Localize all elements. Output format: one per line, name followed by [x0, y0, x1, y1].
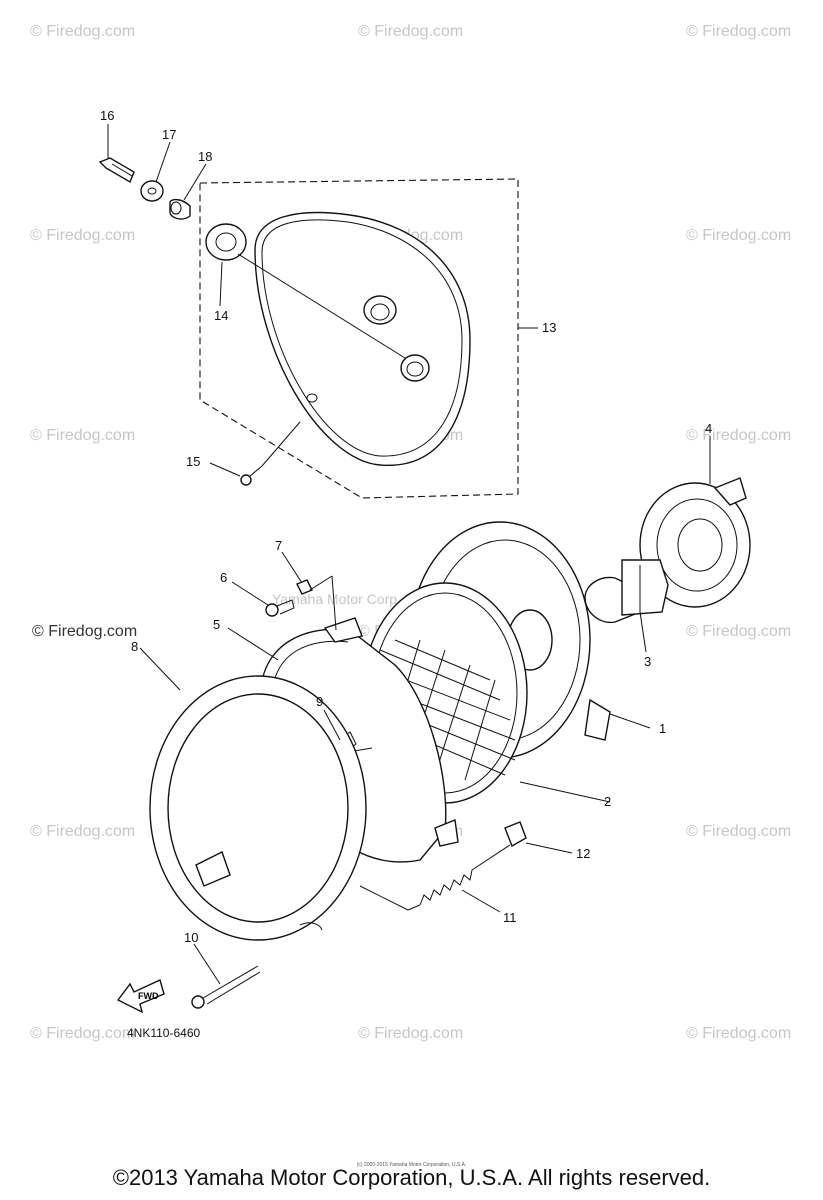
callouts: 1 2 3 4 5 6 7 8 9 10 11 12 13 14 15 16 1… [100, 108, 712, 945]
bolt-16 [98, 157, 135, 184]
headlight-rim-8 [149, 675, 367, 941]
callout-4: 4 [705, 421, 712, 436]
headlight-exploded-diagram: © Firedog.com © Firedog.com © Firedog.co… [30, 23, 791, 1042]
collar-18 [169, 198, 191, 220]
callout-15: 15 [186, 454, 200, 469]
callout-11: 11 [503, 910, 517, 925]
watermark: © Firedog.com [686, 823, 791, 840]
watermark-dark: © Firedog.com [32, 623, 137, 640]
headlight-shell [254, 211, 471, 466]
assembly-box-13 [199, 178, 519, 499]
callout-8: 8 [131, 639, 138, 654]
screw-15 [240, 421, 301, 486]
callout-2: 2 [604, 794, 611, 809]
fwd-arrow-icon: FWD [116, 979, 165, 1014]
callout-5: 5 [213, 617, 220, 632]
assembly-line [237, 253, 406, 359]
callout-17: 17 [162, 127, 176, 142]
callout-16: 16 [100, 108, 114, 123]
watermark: © Firedog.com [686, 427, 791, 444]
nut-7 [296, 575, 337, 631]
watermark: © Firedog.com [30, 427, 135, 444]
watermark: © Firedog.com [686, 227, 791, 244]
callout-9: 9 [316, 694, 323, 709]
callout-18: 18 [198, 149, 212, 164]
callout-14: 14 [214, 308, 228, 323]
socket-cover-4 [639, 477, 751, 608]
callout-1: 1 [659, 721, 666, 736]
spring-11 [359, 844, 511, 911]
bolt-6 [265, 599, 295, 617]
callout-13: 13 [542, 320, 556, 335]
watermark: © Firedog.com [30, 227, 135, 244]
watermark: © Firedog.com [686, 623, 791, 640]
watermark: © Firedog.com [30, 23, 135, 40]
washer-17-hole [147, 187, 157, 195]
watermark: © Firedog.com [30, 823, 135, 840]
footer-small-text: (c) 2005-2015 Yamaha Motor Corporation, … [356, 1162, 467, 1168]
callout-7: 7 [275, 538, 282, 553]
callout-12: 12 [576, 846, 590, 861]
watermark: © Firedog.com [358, 23, 463, 40]
bulb-3 [584, 559, 669, 624]
copyright-footer: ©2013 Yamaha Motor Corporation, U.S.A. A… [112, 1165, 711, 1190]
washer-17 [140, 180, 164, 202]
part-code: 4NK110-6460 [127, 1026, 200, 1040]
watermark: © Firedog.com [358, 1025, 463, 1042]
nut-12 [504, 821, 527, 848]
fwd-label: FWD [138, 991, 159, 1001]
screw-10 [191, 965, 261, 1009]
callout-3: 3 [644, 654, 651, 669]
callout-6: 6 [220, 570, 227, 585]
leader-lines [107, 124, 711, 985]
callout-10: 10 [184, 930, 198, 945]
watermark: © Firedog.com [686, 23, 791, 40]
watermark: © Firedog.com [686, 1025, 791, 1042]
grommet-14 [205, 223, 247, 261]
watermark: © Firedog.com [30, 1025, 135, 1042]
